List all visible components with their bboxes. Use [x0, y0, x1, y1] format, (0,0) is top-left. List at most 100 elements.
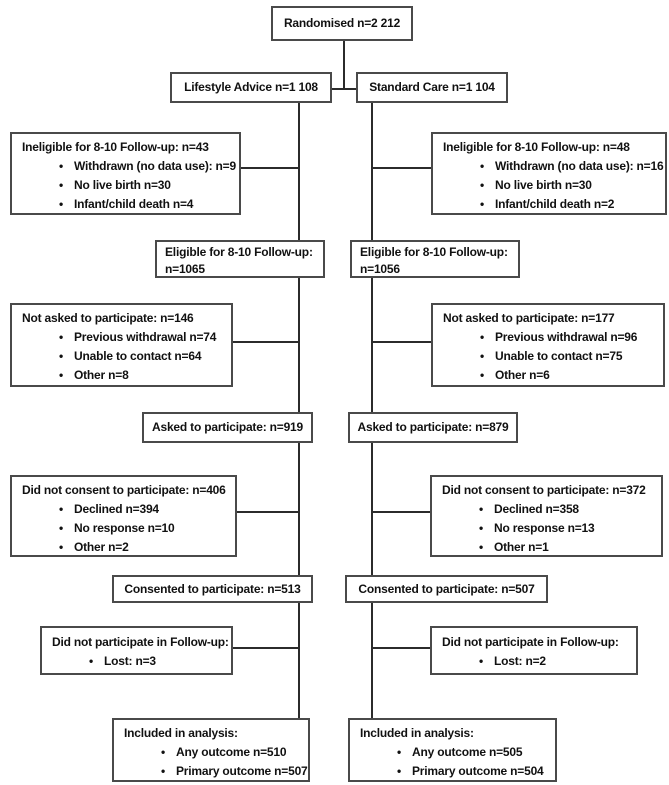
- bullet-text: Primary outcome n=504: [412, 764, 544, 778]
- node-included-left-title: Included in analysis:: [124, 726, 238, 740]
- bullet-text: Primary outcome n=507: [176, 764, 308, 778]
- list-item: • Other n=6: [443, 366, 663, 385]
- node-not-asked-right: Not asked to participate: n=177 • Previo…: [431, 303, 665, 387]
- bullet-icon: •: [479, 197, 484, 211]
- node-eligible-left-line1: Eligible for 8-10 Follow-up:: [165, 245, 313, 259]
- node-eligible-right-line1: Eligible for 8-10 Follow-up:: [360, 245, 508, 259]
- bullet-icon: •: [479, 330, 484, 344]
- bullet-icon: •: [58, 159, 63, 173]
- bullet-icon: •: [58, 540, 63, 554]
- node-eligible-left: Eligible for 8-10 Follow-up: n=1065: [155, 240, 325, 278]
- list-item: • Primary outcome n=504: [360, 762, 555, 781]
- bullet-icon: •: [58, 502, 63, 516]
- node-no-followup-left: Did not participate in Follow-up: • Lost…: [40, 626, 233, 675]
- bullet-text: Declined n=358: [494, 502, 579, 516]
- bullet-text: Lost: n=3: [104, 654, 156, 668]
- node-no-followup-right-title: Did not participate in Follow-up:: [442, 635, 619, 649]
- bullet-text: Other n=1: [494, 540, 549, 554]
- list-item: • Previous withdrawal n=96: [443, 328, 663, 347]
- node-no-consent-right-title: Did not consent to participate: n=372: [442, 483, 646, 497]
- bullet-text: Any outcome n=505: [412, 745, 523, 759]
- node-no-consent-left: Did not consent to participate: n=406 • …: [10, 475, 237, 557]
- node-included-right: Included in analysis: • Any outcome n=50…: [348, 718, 557, 782]
- node-no-consent-right: Did not consent to participate: n=372 • …: [430, 475, 663, 557]
- node-consented-right-label: Consented to participate: n=507: [358, 581, 535, 596]
- bullet-text: Withdrawn (no data use): n=16: [495, 159, 664, 173]
- node-consented-right: Consented to participate: n=507: [345, 575, 548, 603]
- connector-not-asked-left: [233, 341, 299, 343]
- list-item: • Lost: n=2: [442, 652, 636, 671]
- list-item: • Unable to contact n=64: [22, 347, 231, 366]
- bullet-text: No response n=10: [74, 521, 175, 535]
- node-included-right-title: Included in analysis:: [360, 726, 474, 740]
- bullet-icon: •: [479, 159, 484, 173]
- node-eligible-right: Eligible for 8-10 Follow-up: n=1056: [350, 240, 520, 278]
- bullet-text: Unable to contact n=64: [74, 349, 202, 363]
- bullet-icon: •: [396, 764, 401, 778]
- node-consented-left-label: Consented to participate: n=513: [124, 581, 301, 596]
- connector-no-consent-right: [373, 511, 430, 513]
- connector-ineligible-right: [373, 167, 431, 169]
- list-item: • Withdrawn (no data use): n=16: [443, 157, 665, 176]
- bullet-text: No live birth n=30: [495, 178, 592, 192]
- connector-randomised-down: [343, 41, 345, 90]
- node-lifestyle-advice: Lifestyle Advice n=1 108: [170, 72, 332, 103]
- node-not-asked-left-title: Not asked to participate: n=146: [22, 311, 194, 325]
- list-item: • Infant/child death n=4: [22, 195, 239, 214]
- bullet-text: Other n=6: [495, 368, 550, 382]
- node-not-asked-right-title: Not asked to participate: n=177: [443, 311, 615, 325]
- connector-right-trunk: [371, 103, 373, 718]
- node-eligible-left-line2: n=1065: [165, 262, 205, 276]
- bullet-icon: •: [58, 349, 63, 363]
- list-item: • No live birth n=30: [443, 176, 665, 195]
- connector-left-trunk: [298, 103, 300, 718]
- list-item: • No response n=10: [22, 519, 235, 538]
- bullet-icon: •: [58, 368, 63, 382]
- connector-not-asked-right: [373, 341, 431, 343]
- node-eligible-right-line2: n=1056: [360, 262, 400, 276]
- list-item: • Other n=2: [22, 538, 235, 557]
- node-consented-left: Consented to participate: n=513: [112, 575, 313, 603]
- list-item: • Lost: n=3: [52, 652, 231, 671]
- list-item: • Infant/child death n=2: [443, 195, 665, 214]
- connector-arms-horizontal: [331, 88, 358, 90]
- list-item: • Previous withdrawal n=74: [22, 328, 231, 347]
- bullet-icon: •: [478, 502, 483, 516]
- bullet-icon: •: [58, 521, 63, 535]
- bullet-text: Withdrawn (no data use): n=9: [74, 159, 236, 173]
- node-ineligible-left: Ineligible for 8-10 Follow-up: n=43 • Wi…: [10, 132, 241, 215]
- list-item: • Unable to contact n=75: [443, 347, 663, 366]
- node-ineligible-left-title: Ineligible for 8-10 Follow-up: n=43: [22, 140, 209, 154]
- connector-ineligible-left: [241, 167, 299, 169]
- list-item: • Declined n=394: [22, 500, 235, 519]
- bullet-text: Any outcome n=510: [176, 745, 287, 759]
- node-no-followup-right: Did not participate in Follow-up: • Lost…: [430, 626, 638, 675]
- bullet-text: Other n=2: [74, 540, 129, 554]
- bullet-text: Previous withdrawal n=96: [495, 330, 638, 344]
- list-item: • No live birth n=30: [22, 176, 239, 195]
- node-randomised: Randomised n=2 212: [271, 6, 413, 41]
- bullet-icon: •: [479, 368, 484, 382]
- node-standard-care: Standard Care n=1 104: [356, 72, 508, 103]
- node-asked-left: Asked to participate: n=919: [142, 412, 313, 443]
- bullet-icon: •: [478, 521, 483, 535]
- list-item: • No response n=13: [442, 519, 661, 538]
- bullet-icon: •: [478, 540, 483, 554]
- node-ineligible-right: Ineligible for 8-10 Follow-up: n=48 • Wi…: [431, 132, 667, 215]
- node-included-left: Included in analysis: • Any outcome n=51…: [112, 718, 310, 782]
- bullet-icon: •: [88, 654, 93, 668]
- node-asked-right-label: Asked to participate: n=879: [357, 420, 509, 434]
- bullet-icon: •: [479, 178, 484, 192]
- node-no-consent-left-title: Did not consent to participate: n=406: [22, 483, 226, 497]
- list-item: • Other n=1: [442, 538, 661, 557]
- bullet-icon: •: [58, 197, 63, 211]
- bullet-icon: •: [58, 330, 63, 344]
- list-item: • Declined n=358: [442, 500, 661, 519]
- bullet-icon: •: [396, 745, 401, 759]
- bullet-text: No response n=13: [494, 521, 595, 535]
- node-standard-care-label: Standard Care n=1 104: [369, 80, 495, 94]
- bullet-text: Other n=8: [74, 368, 129, 382]
- bullet-text: Lost: n=2: [494, 654, 546, 668]
- bullet-icon: •: [479, 349, 484, 363]
